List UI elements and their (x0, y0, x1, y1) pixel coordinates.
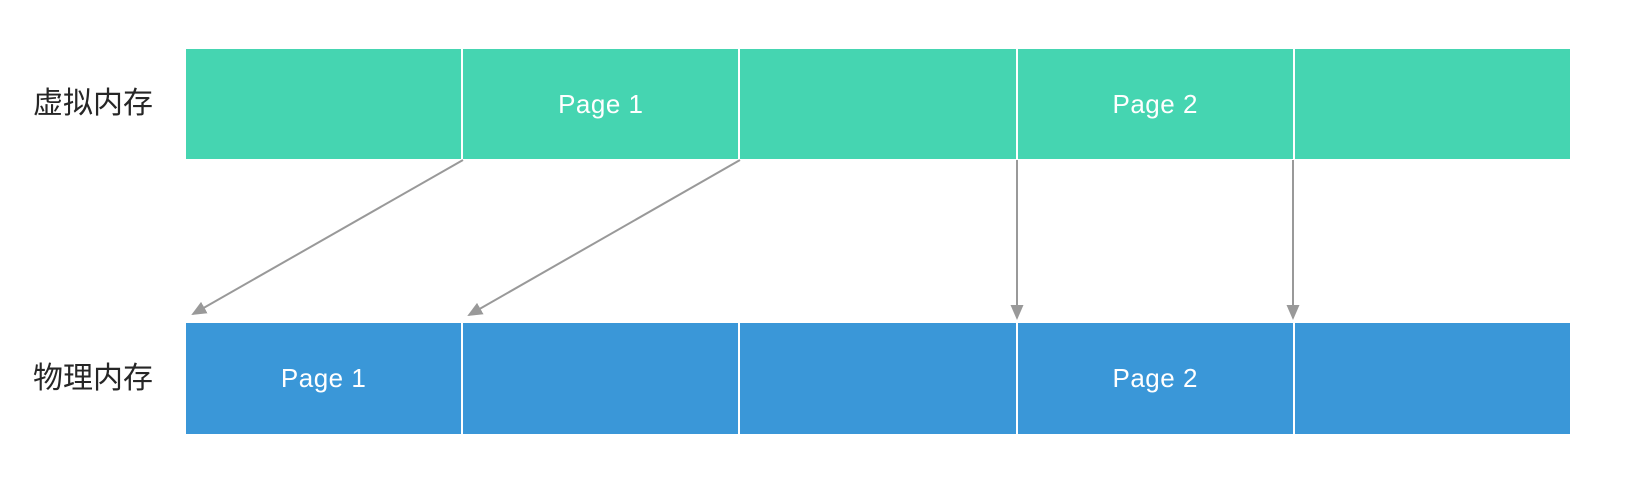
physical-segment-3-label: Page 2 (1112, 363, 1198, 393)
virtual-segment-3-label: Page 2 (1112, 88, 1198, 119)
physical-segment-4 (1295, 323, 1570, 434)
physical-segment-2 (740, 323, 1018, 434)
physical-segment-0-label: Page 1 (280, 363, 367, 393)
virtual-segment-0 (186, 49, 464, 159)
virtual-segment-4 (1295, 49, 1570, 159)
virtual-memory-bar: Page 1 Page 2 (186, 49, 1570, 159)
physical-memory-bar: Page 1 Page 2 (186, 323, 1570, 434)
virtual-segment-2 (740, 49, 1018, 159)
physical-memory-label: 物理内存 (33, 362, 153, 395)
virtual-segment-3: Page 2 (1018, 49, 1295, 159)
physical-segment-0: Page 1 (186, 323, 464, 434)
mapping-arrow (467, 159, 741, 316)
virtual-memory-label: 虚拟内存 (33, 87, 153, 120)
physical-segment-1 (463, 323, 741, 434)
physical-segment-3: Page 2 (1018, 323, 1295, 434)
virtual-segment-1: Page 1 (463, 49, 741, 159)
mapping-arrow (191, 159, 464, 315)
virtual-segment-1-label: Page 1 (558, 88, 644, 119)
